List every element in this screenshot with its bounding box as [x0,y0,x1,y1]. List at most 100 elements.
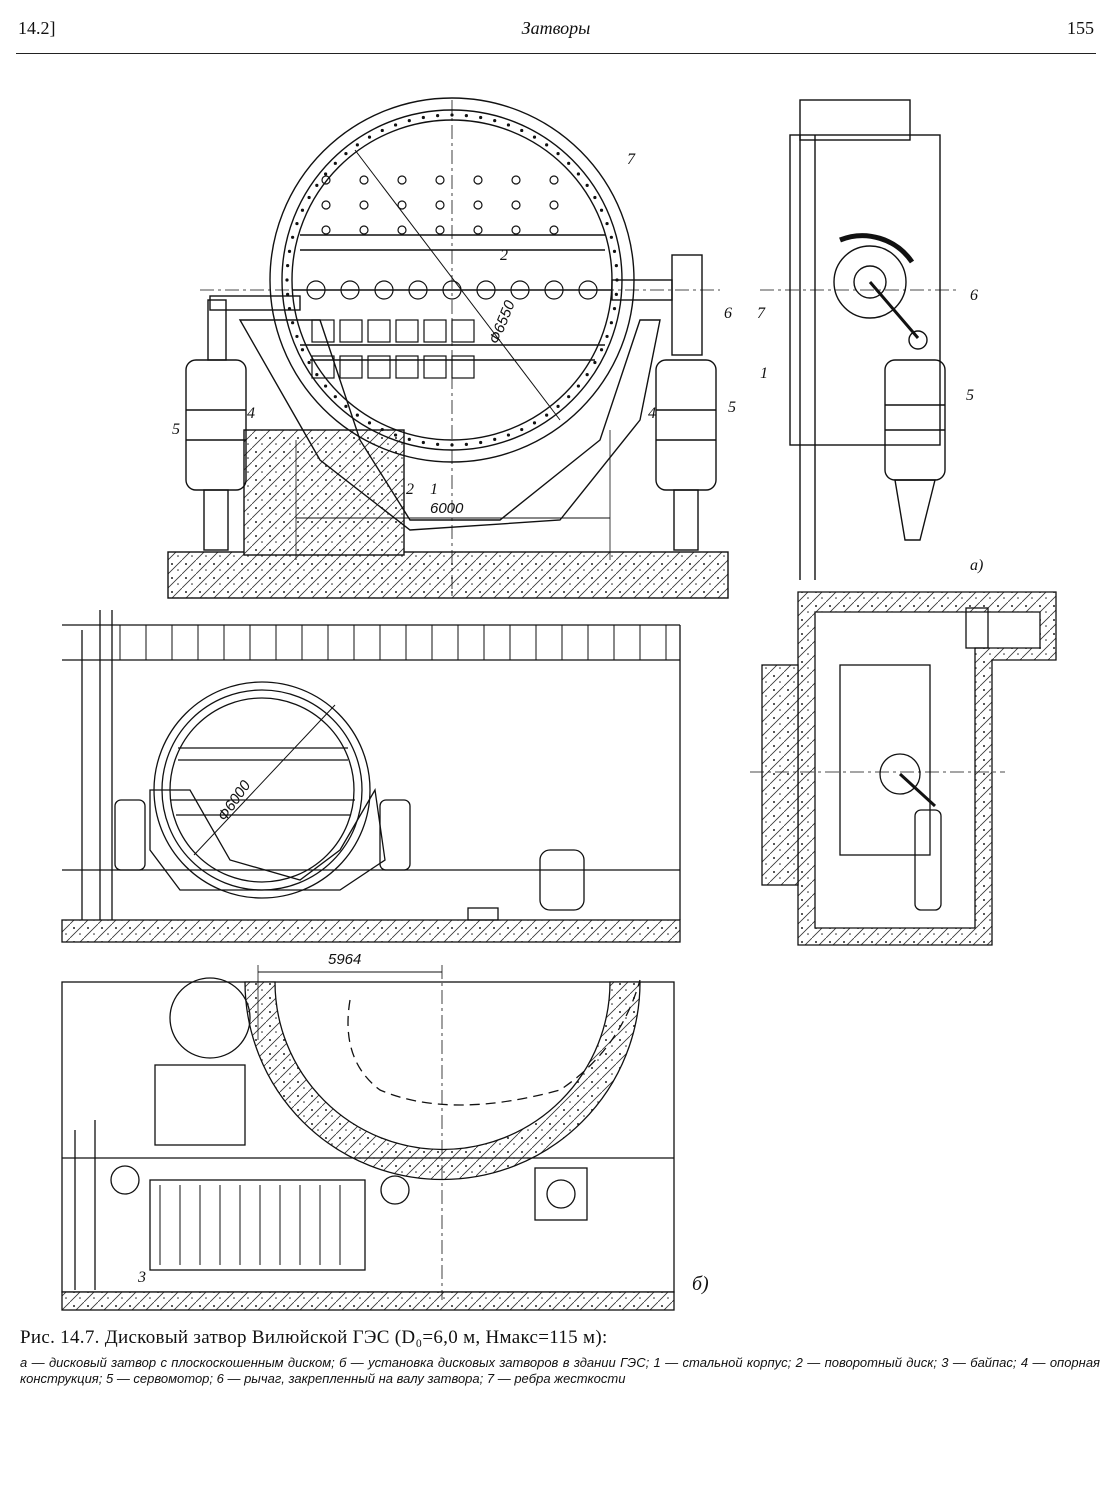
bolt-dot [576,172,580,176]
bolt-dot [344,404,348,408]
label-1-bottom: 1 [430,481,438,498]
bolt-dot [612,249,617,253]
panel-a-tag: а) [970,557,983,574]
rivet-hole [511,200,521,210]
bolt-dot [599,208,604,212]
bolt-dot [367,135,372,139]
bolt-dot [464,442,468,446]
bolt-dot [393,433,398,437]
label-4-right: 4 [648,405,656,422]
stiffener-cell [451,319,475,343]
bolt-dot [532,421,537,425]
caption-title: Рис. 14.7. Дисковый затвор Вилюйской ГЭС… [20,1327,608,1348]
bolt-dot [567,161,571,165]
bolt-dot [436,442,440,446]
bolt-dot [344,152,348,156]
bolt-dot [614,264,618,268]
bolt-dot [286,292,290,296]
rivet-hole [359,200,369,210]
rivet-hole [321,175,331,185]
stiffener-cell [423,355,447,379]
bolt-dot [599,348,604,352]
bolt-dot [567,395,571,399]
bolt-dot [295,334,299,339]
bolt-dot [576,384,580,388]
bolt-dot [545,413,549,417]
rivet-hole [511,225,521,235]
caption-legend: а — дисковый затвор с плоскоскошенным ди… [20,1355,1100,1386]
bolt-dot [450,113,454,117]
bolt-dot [479,440,483,445]
technical-drawing: 7 2 6 5 4 4 5 2 1 6000 Ф6550 6 7 1 5 а) … [61,97,1057,1311]
stiffener-cell [311,319,335,343]
bolt-dot [436,114,440,118]
label-1-side: 1 [760,365,768,382]
bolt-dot [285,278,289,282]
bolt-dot [300,208,305,212]
bolt-dot [556,152,560,156]
bolt-dot [493,119,497,123]
bolt-dot [307,195,311,200]
rivet-hole [473,225,483,235]
label-5-right: 5 [728,399,736,416]
bolt-dot [520,128,524,133]
label-3-bypass: 3 [137,1269,146,1286]
bolt-dot [609,321,613,325]
hall-section [750,591,1057,946]
dim-5964: 5964 [328,951,361,968]
bolt-dot [545,143,549,147]
bolt-dot [333,395,337,399]
bolt-dot [532,135,537,139]
hall-plan [61,965,675,1311]
label-7-front: 7 [627,151,636,168]
section-number: 14.2] [18,18,56,38]
bolt-dot [324,384,328,388]
bolt-dot [295,221,299,226]
bolt-dot [520,427,524,432]
bolt-dot [333,161,337,165]
rivet-hole [359,225,369,235]
bolt-dot [464,114,468,118]
bolt-dot [479,115,483,120]
label-2-disk: 2 [500,247,508,264]
rivet-hole [549,175,559,185]
bolt-dot [585,373,589,377]
bolt-dot [307,360,311,365]
rivet-hole [321,200,331,210]
rivet-hole [435,175,445,185]
bolt-dot [286,264,290,268]
bolt-dot [393,123,398,127]
running-title: Затворы [521,18,591,38]
rivet-hole [321,225,331,235]
bolt-dot [380,128,384,133]
stiffener-cell [339,319,363,343]
label-2-bottom: 2 [406,481,414,498]
label-6-side: 6 [970,287,978,304]
stiffener-cell [311,355,335,379]
stiffener-cell [367,319,391,343]
label-5-side: 5 [966,387,974,404]
rivet-hole [549,200,559,210]
bolt-dot [605,334,609,339]
dim-6000: 6000 [430,500,464,517]
label-7-side: 7 [757,305,766,322]
bolt-dot [506,433,511,437]
bolt-dot [493,437,497,441]
label-6-front: 6 [724,305,732,322]
panel-b-tag: б) [692,1273,709,1295]
rivet-hole [511,175,521,185]
bolt-dot [593,360,597,365]
bolt-dot [421,440,425,445]
rivet-hole [549,225,559,235]
bolt-dot [593,195,597,200]
figure-caption: Рис. 14.7. Дисковый затвор Вилюйской ГЭС… [20,1327,1100,1387]
rivet-hole [435,225,445,235]
bolt-dot [380,427,384,432]
bolt-dot [407,119,411,123]
bolt-dot [421,115,425,120]
bolt-dot [605,221,609,226]
bolt-dot [324,172,328,176]
label-4-left: 4 [247,405,255,422]
stiffener-cell [423,319,447,343]
bolt-dot [612,307,617,311]
